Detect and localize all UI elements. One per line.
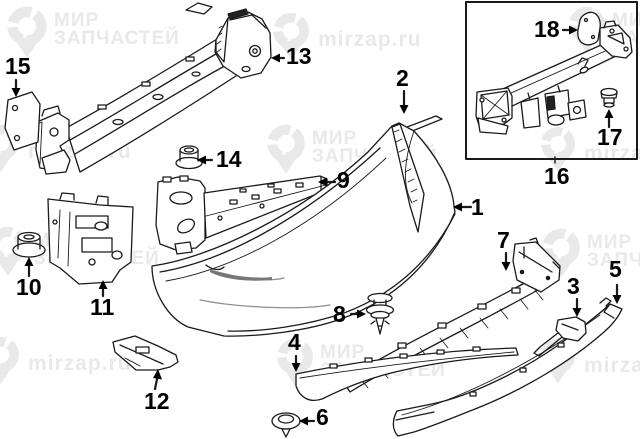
- callout-18: 18: [534, 16, 560, 42]
- callout-8: 8: [333, 301, 346, 327]
- callout-17: 17: [597, 124, 623, 150]
- callout-4: 4: [288, 329, 301, 355]
- callout-2: 2: [396, 65, 409, 91]
- callout-11: 11: [90, 294, 115, 320]
- callout-1: 1: [471, 194, 484, 220]
- part-10-flange-nut: [12, 231, 46, 258]
- part-9-guide-rail: [155, 175, 328, 255]
- callout-9: 9: [337, 167, 350, 193]
- part-4-lower-molding: [295, 346, 519, 401]
- callout-5: 5: [609, 256, 622, 282]
- part-11-side-bracket: [47, 192, 134, 285]
- callout-3: 3: [567, 273, 580, 299]
- callout-16: 16: [544, 163, 570, 189]
- callout-12: 12: [144, 388, 170, 414]
- callout-7: 7: [497, 227, 510, 253]
- part-7-corner-bracket: [512, 237, 561, 293]
- part-18-cover-plate: [577, 11, 601, 46]
- callout-14: 14: [216, 146, 242, 172]
- part-5-valance-skirt: [392, 297, 623, 437]
- part-14-flange-nut: [175, 145, 203, 170]
- part-15-cover-plate: [4, 91, 41, 151]
- part-16-hitch-inset: [465, 1, 638, 160]
- part-1-bumper-cover: [151, 122, 456, 337]
- callout-arrows: [11, 25, 622, 426]
- part-12-lower-bracket: [112, 335, 179, 371]
- callout-6: 6: [316, 404, 329, 430]
- part-3-bracket-clip: [533, 316, 587, 357]
- part-17-plug: [600, 87, 618, 108]
- part-13-impact-bar: [35, 2, 272, 175]
- part-6-rivet-clip: [271, 412, 301, 438]
- callout-13: 13: [286, 43, 312, 69]
- part-8-push-clip: [365, 292, 395, 335]
- callout-15: 15: [5, 53, 31, 79]
- callout-10: 10: [16, 274, 42, 300]
